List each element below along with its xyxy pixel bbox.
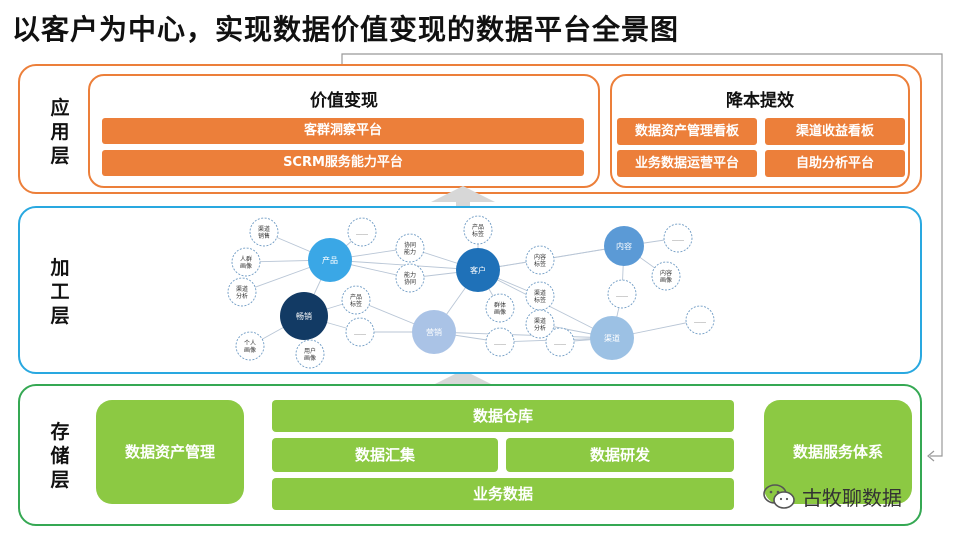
network-small-node-label: 标签 — [534, 296, 546, 304]
business-data-ops-platform: 业务数据运营平台 — [617, 150, 757, 177]
network-small-node-label: …… — [356, 230, 368, 237]
network-edge — [433, 331, 613, 339]
network-small-node-label: 渠道 — [534, 289, 546, 297]
network-small-node-label: 分析 — [236, 292, 248, 300]
value-realization-group: 价值变现 客群洞察平台 SCRM服务能力平台 — [88, 74, 600, 188]
network-main-node-label: 渠道 — [604, 333, 620, 343]
network-small-node-label: 分析 — [534, 324, 546, 332]
network-small-node: …… — [607, 279, 637, 309]
network-main-node: 产品 — [308, 238, 352, 282]
network-small-node-label: 能力 — [404, 271, 416, 279]
network-small-node-label: 画像 — [660, 276, 672, 284]
network-main-node: 客户 — [456, 248, 500, 292]
network-main-node-label: 畅销 — [296, 311, 312, 321]
network-small-node-label: 标签 — [350, 300, 362, 308]
network-small-node-label: …… — [354, 330, 366, 337]
data-development-box: 数据研发 — [506, 438, 734, 472]
network-main-node: 营销 — [412, 310, 456, 354]
data-asset-dashboard: 数据资产管理看板 — [617, 118, 757, 145]
network-small-node: …… — [545, 327, 575, 357]
network-small-node: …… — [345, 317, 375, 347]
network-small-node-label: 能力 — [404, 248, 416, 256]
network-small-node-label: 画像 — [304, 354, 316, 362]
application-layer-label: 应用层 — [50, 97, 70, 167]
network-small-node: …… — [347, 217, 377, 247]
network-small-node: …… — [485, 327, 515, 357]
network-small-node: …… — [663, 223, 693, 253]
network-small-node-label: …… — [554, 340, 566, 347]
up-arrow-icon — [431, 370, 495, 386]
network-small-node-label: 销售 — [258, 232, 270, 240]
processing-layer: 加工层 渠道销售……人群画像协同能力渠道分析能力协同产品标签……产品标签内容标签… — [18, 206, 922, 374]
network-main-node: 畅销 — [280, 292, 328, 340]
network-main-node: 渠道 — [590, 316, 634, 360]
watermark: 古牧聊数据 — [762, 482, 902, 511]
self-service-analysis-platform: 自助分析平台 — [765, 150, 905, 177]
network-small-node-label: 产品 — [350, 293, 362, 301]
network-small-node-label: 画像 — [240, 262, 252, 270]
network-small-node-label: 渠道 — [534, 317, 546, 325]
network-main-node: 内容 — [604, 226, 644, 266]
page-title: 以客户为中心，实现数据价值变现的数据平台全景图 — [12, 13, 680, 46]
entity-network-graph: 渠道销售……人群画像协同能力渠道分析能力协同产品标签……产品标签内容标签内容画像… — [227, 215, 715, 369]
network-small-node-label: 产品 — [472, 223, 484, 231]
network-small-node-label: 画像 — [244, 346, 256, 354]
scrm-service-platform: SCRM服务能力平台 — [102, 150, 584, 176]
network-small-node-label: 内容 — [534, 253, 546, 261]
customer-insight-platform: 客群洞察平台 — [102, 118, 584, 144]
up-arrow-icon — [431, 186, 495, 202]
wechat-icon — [763, 483, 795, 509]
network-small-node-label: 用户 — [304, 347, 316, 355]
network-small-node-label: 渠道 — [236, 285, 248, 293]
cost-efficiency-group: 降本提效 数据资产管理看板 渠道收益看板 业务数据运营平台 自助分析平台 — [610, 74, 910, 188]
network-main-node-label: 营销 — [426, 327, 442, 337]
storage-layer-label: 存储层 — [50, 421, 70, 491]
network-small-node-label: …… — [694, 318, 706, 325]
business-data-box: 业务数据 — [272, 478, 734, 510]
network-small-node-label: 内容 — [660, 269, 672, 277]
data-collection-box: 数据汇集 — [272, 438, 498, 472]
data-service-system-box: 数据服务体系 — [764, 400, 912, 504]
network-small-node-label: 个人 — [244, 340, 256, 347]
network-small-node-label: 画像 — [494, 308, 506, 316]
application-layer: 应用层 价值变现 客群洞察平台 SCRM服务能力平台 降本提效 数据资产管理看板… — [18, 64, 922, 194]
network-main-node-label: 客户 — [470, 265, 486, 275]
value-realization-title: 价值变现 — [310, 91, 378, 111]
processing-layer-label: 加工层 — [50, 257, 70, 327]
network-small-node-label: 群体 — [494, 301, 506, 309]
network-small-node-label: 标签 — [534, 260, 546, 268]
network-small-node-label: 协同 — [404, 241, 416, 249]
data-warehouse-box: 数据仓库 — [272, 400, 734, 432]
network-small-node-label: 协同 — [404, 278, 416, 286]
network-small-node-label: …… — [616, 292, 628, 299]
channel-revenue-dashboard: 渠道收益看板 — [765, 118, 905, 145]
network-small-node-label: 标签 — [472, 230, 484, 238]
network-small-node-label: …… — [494, 340, 506, 347]
network-small-node-label: 渠道 — [258, 225, 270, 233]
network-main-node-label: 产品 — [322, 255, 338, 265]
network-small-node: …… — [685, 305, 715, 335]
network-main-node-label: 内容 — [616, 241, 632, 251]
network-small-node-label: …… — [672, 236, 684, 243]
network-small-node-label: 人群 — [240, 255, 252, 263]
data-asset-management-box: 数据资产管理 — [96, 400, 244, 504]
cost-efficiency-title: 降本提效 — [726, 91, 794, 111]
watermark-text: 古牧聊数据 — [802, 486, 902, 510]
